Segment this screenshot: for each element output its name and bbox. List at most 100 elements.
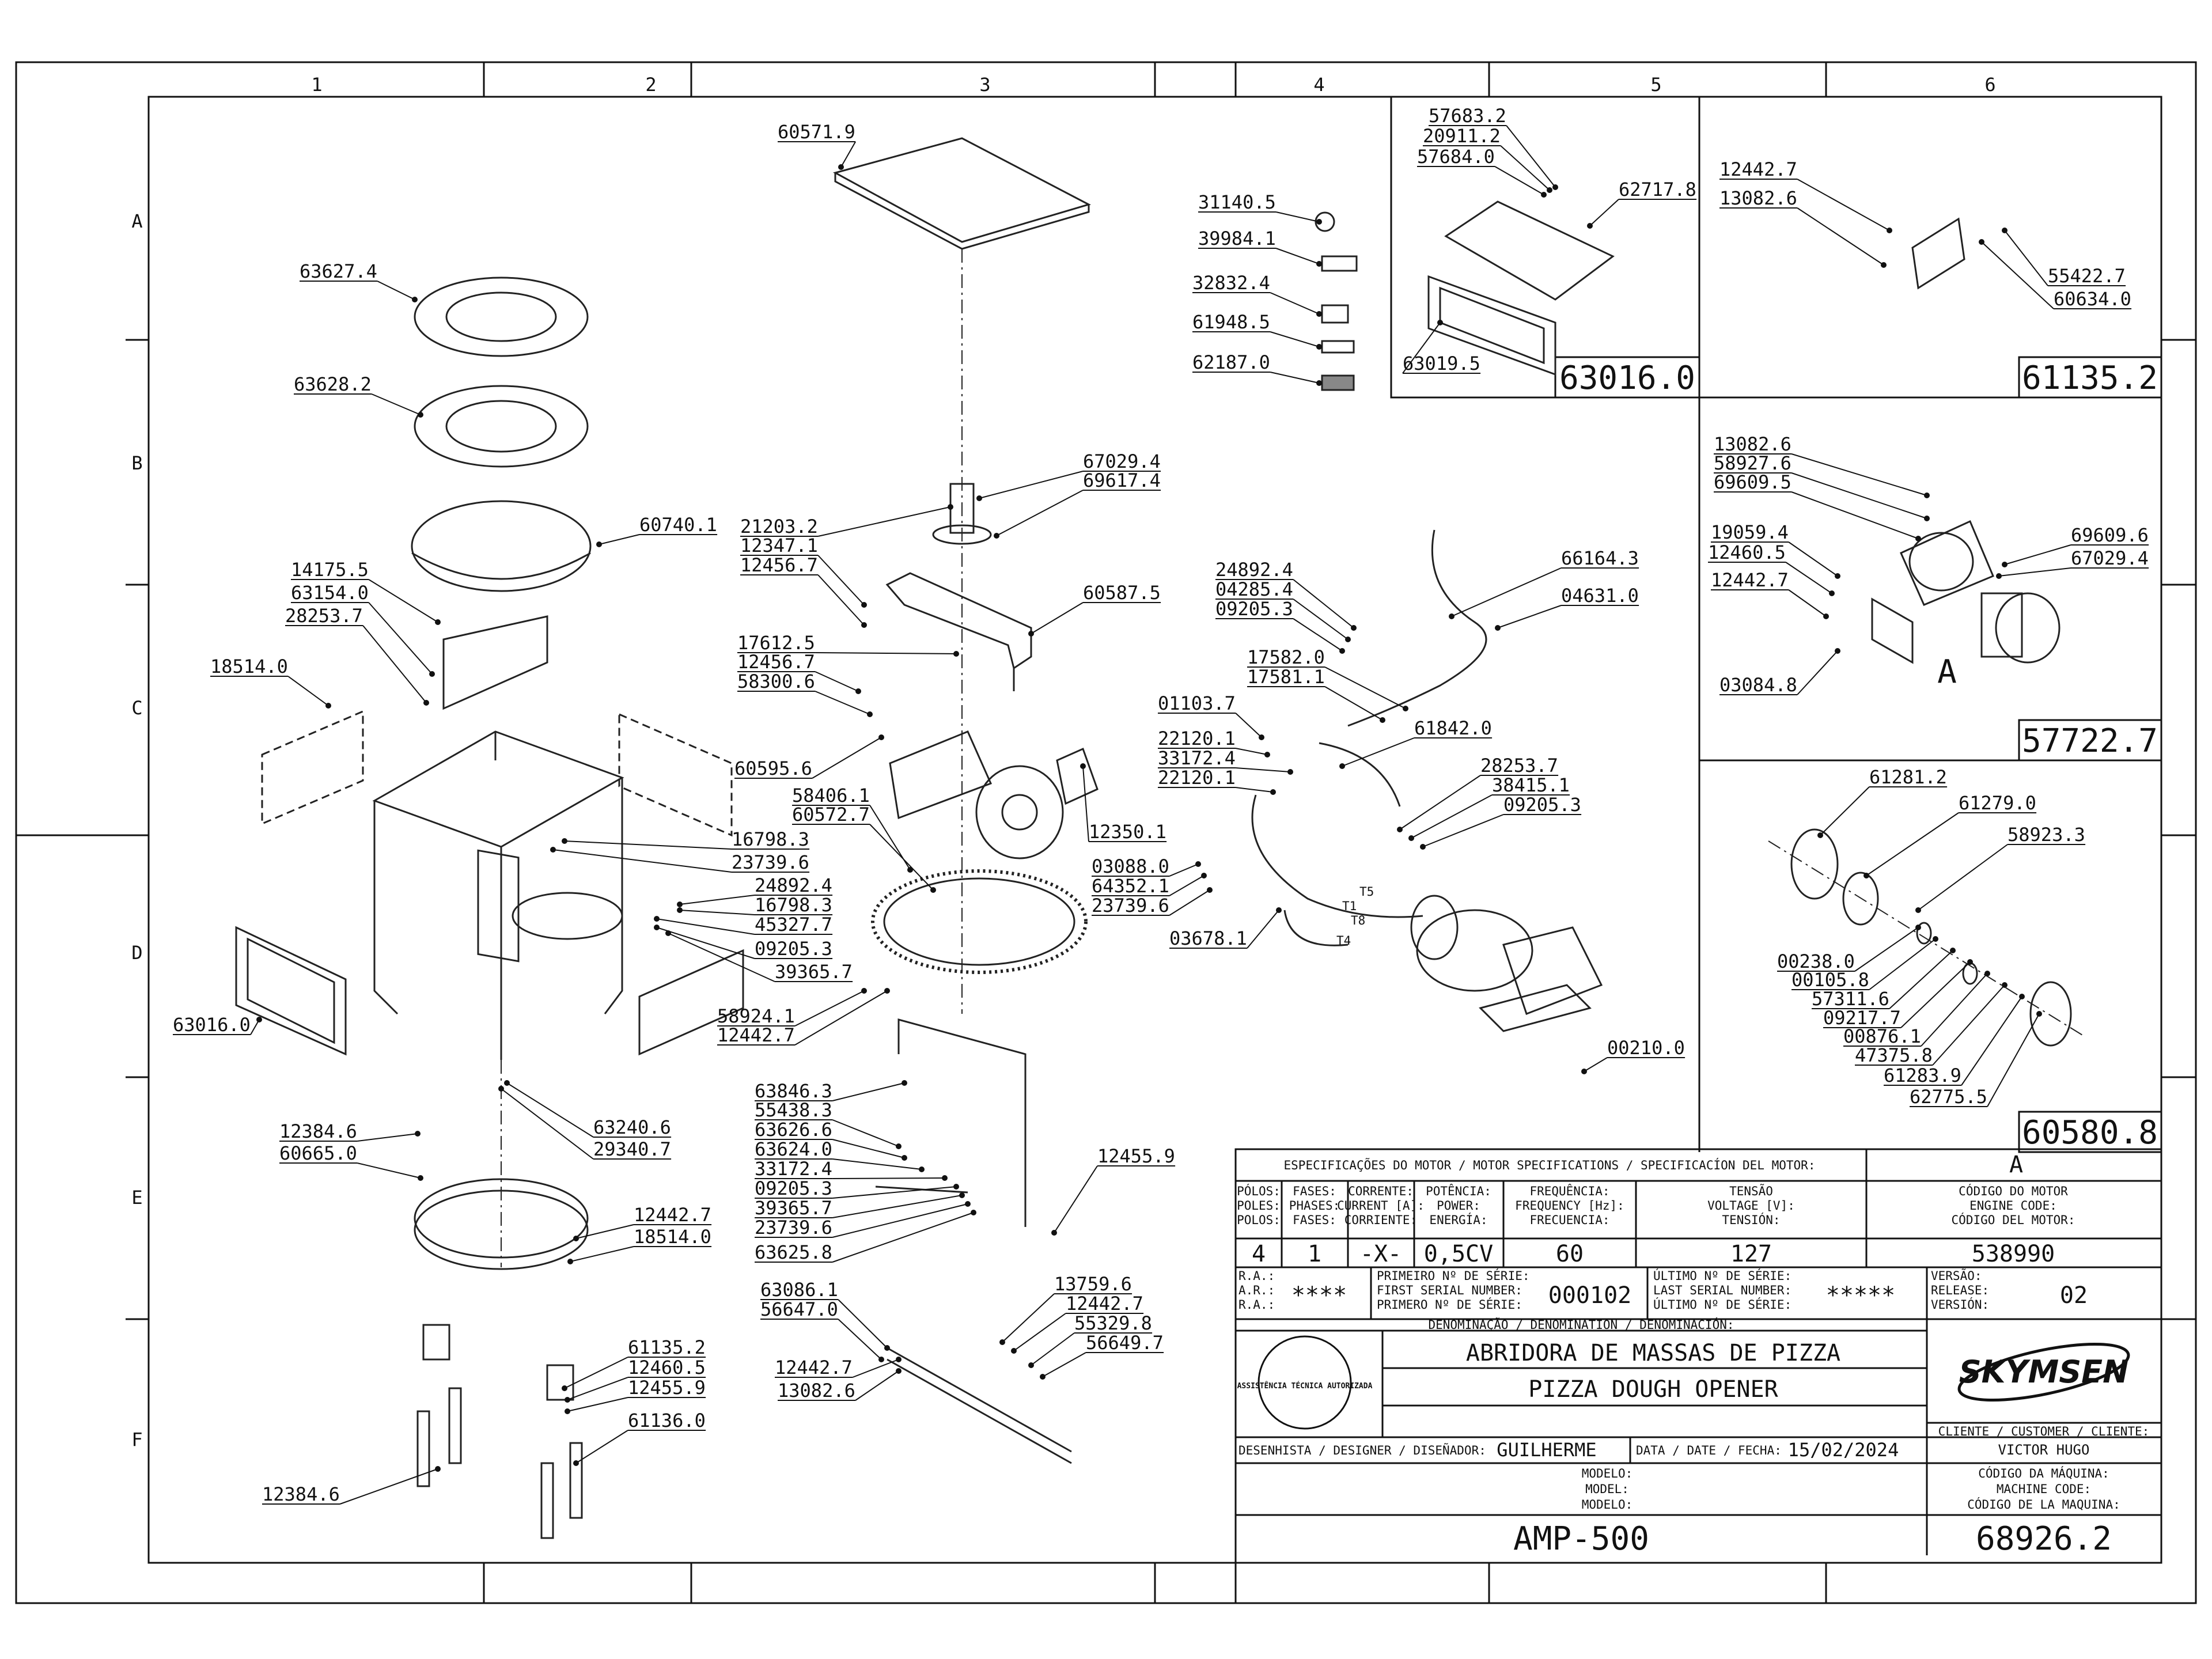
ra-label: R.A.: (1238, 1269, 1275, 1283)
part-label: 20911.2 (1423, 125, 1552, 193)
part-number: 12442.7 (775, 1357, 853, 1378)
leader-arrow (953, 651, 959, 657)
part-label: 12442.7 (1711, 569, 1829, 619)
leader-line (1082, 766, 1089, 842)
model-label: MODELO: (1582, 1467, 1633, 1480)
leader-line (979, 471, 1084, 499)
release-label: VERSIÓN: (1931, 1297, 1989, 1312)
leader-line (1411, 794, 1493, 839)
part-number: 60595.6 (734, 757, 812, 779)
first-serial-value: 000102 (1548, 1282, 1632, 1309)
motor-bracket (885, 572, 1032, 670)
leader-arrow (573, 1460, 579, 1466)
part-number: 12456.7 (740, 554, 818, 576)
leader-line (599, 534, 640, 545)
wire-label: T1 (1342, 899, 1357, 913)
part-label: 31140.5 (1198, 191, 1322, 225)
poles-label: PÓLOS: (1237, 1184, 1281, 1198)
part-number: 22120.1 (1158, 767, 1236, 789)
part-label: 47375.8 (1855, 982, 2008, 1066)
leader-line (1869, 938, 1936, 990)
leader-arrow (1345, 637, 1351, 642)
leader-arrow (1881, 262, 1887, 268)
last-serial-label: ÚLTIMO Nº DE SÉRIE: (1653, 1268, 1791, 1283)
part-number: 62717.8 (1619, 179, 1696, 200)
part-label: 04285.4 (1215, 578, 1351, 642)
leader-arrow (325, 703, 331, 709)
leader-arrow (855, 688, 861, 694)
current-label: CORRIENTE: (1344, 1213, 1417, 1227)
leader-line (564, 840, 732, 850)
machine-name-en: PIZZA DOUGH OPENER (1528, 1376, 1778, 1403)
leader-line (567, 1377, 628, 1400)
leader-line (1270, 372, 1320, 384)
part-label: 58300.6 (737, 671, 873, 717)
part-number: 66164.3 (1561, 547, 1639, 569)
part-label: 12456.7 (740, 554, 867, 628)
leader-arrow (930, 887, 936, 893)
leader-line (1785, 562, 1832, 594)
leader-line (855, 1370, 899, 1401)
part-label: 56647.0 (760, 1298, 884, 1362)
part-number: 63019.5 (1403, 353, 1480, 374)
power-label: ENERGÍA: (1429, 1213, 1487, 1227)
leader-arrow (1495, 625, 1501, 631)
leader-arrow (878, 734, 884, 740)
part-number: 55422.7 (2048, 265, 2126, 287)
part-number: 18514.0 (210, 656, 288, 677)
part-label: 45327.7 (654, 914, 833, 935)
part-number: 12442.7 (634, 1204, 711, 1226)
part-number: 67029.4 (1083, 450, 1161, 472)
part-number: 58300.6 (737, 671, 815, 692)
leader-line (869, 824, 934, 891)
cover-plate-detail (1427, 275, 1556, 376)
client-value: VICTOR HUGO (1998, 1442, 2090, 1458)
leader-arrow (1829, 590, 1835, 596)
leader-arrow (2002, 562, 2008, 567)
part-label: 60571.9 (778, 121, 856, 170)
leader-arrow (861, 602, 867, 608)
leader-line (1500, 145, 1550, 191)
part-label: 63086.1 (760, 1279, 890, 1351)
column-label: 2 (645, 74, 656, 96)
part-number: 58923.3 (2008, 824, 2085, 846)
leader-line (371, 393, 421, 415)
part-label: 63625.8 (755, 1210, 976, 1263)
leader-arrow (1408, 835, 1414, 841)
leader-line (1235, 713, 1262, 738)
part-number: 57683.2 (1429, 105, 1506, 127)
leader-line (832, 1119, 899, 1147)
leader-line (1797, 650, 1838, 695)
leader-arrow (1316, 261, 1322, 267)
leader-line (832, 1082, 905, 1101)
leader-arrow (418, 1175, 423, 1181)
machine-name-pt: ABRIDORA DE MASSAS DE PIZZA (1466, 1340, 1840, 1366)
part-number: 12442.7 (1066, 1293, 1143, 1315)
part-number: 00105.8 (1791, 969, 1869, 991)
power-cord (1347, 529, 1487, 727)
part-label: 55329.8 (1028, 1312, 1153, 1368)
engine-code-label: ENGINE CODE: (1969, 1199, 2057, 1213)
leader-arrow (1287, 769, 1293, 775)
gear-ring (871, 869, 1088, 974)
part-label: 04631.0 (1495, 585, 1639, 631)
part-number: 39365.7 (755, 1197, 832, 1219)
part-number: 39365.7 (775, 961, 853, 983)
part-number: 63624.0 (755, 1138, 832, 1160)
first-serial-label: PRIMERO Nº DE SÉRIE: (1377, 1297, 1522, 1312)
part-number: 23739.6 (1092, 895, 1169, 916)
leader-arrow (1403, 706, 1408, 711)
part-label: 12442.7 (717, 988, 890, 1046)
leader-arrow (1397, 827, 1403, 832)
leader-line (832, 1186, 957, 1199)
leader-line (1987, 1013, 2040, 1107)
part-label: 63627.4 (300, 260, 418, 302)
denomination-label: DENOMINAÇÃO / DENOMINATION / DENOMINACIÓ… (1428, 1317, 1734, 1332)
leader-arrow (1339, 648, 1345, 654)
row-label: A (131, 210, 142, 232)
leader-line (817, 555, 865, 605)
part-number: 13082.6 (778, 1380, 855, 1402)
leader-line (1235, 748, 1268, 755)
lever-shaft (887, 1347, 1072, 1453)
leader-arrow (2019, 994, 2025, 999)
